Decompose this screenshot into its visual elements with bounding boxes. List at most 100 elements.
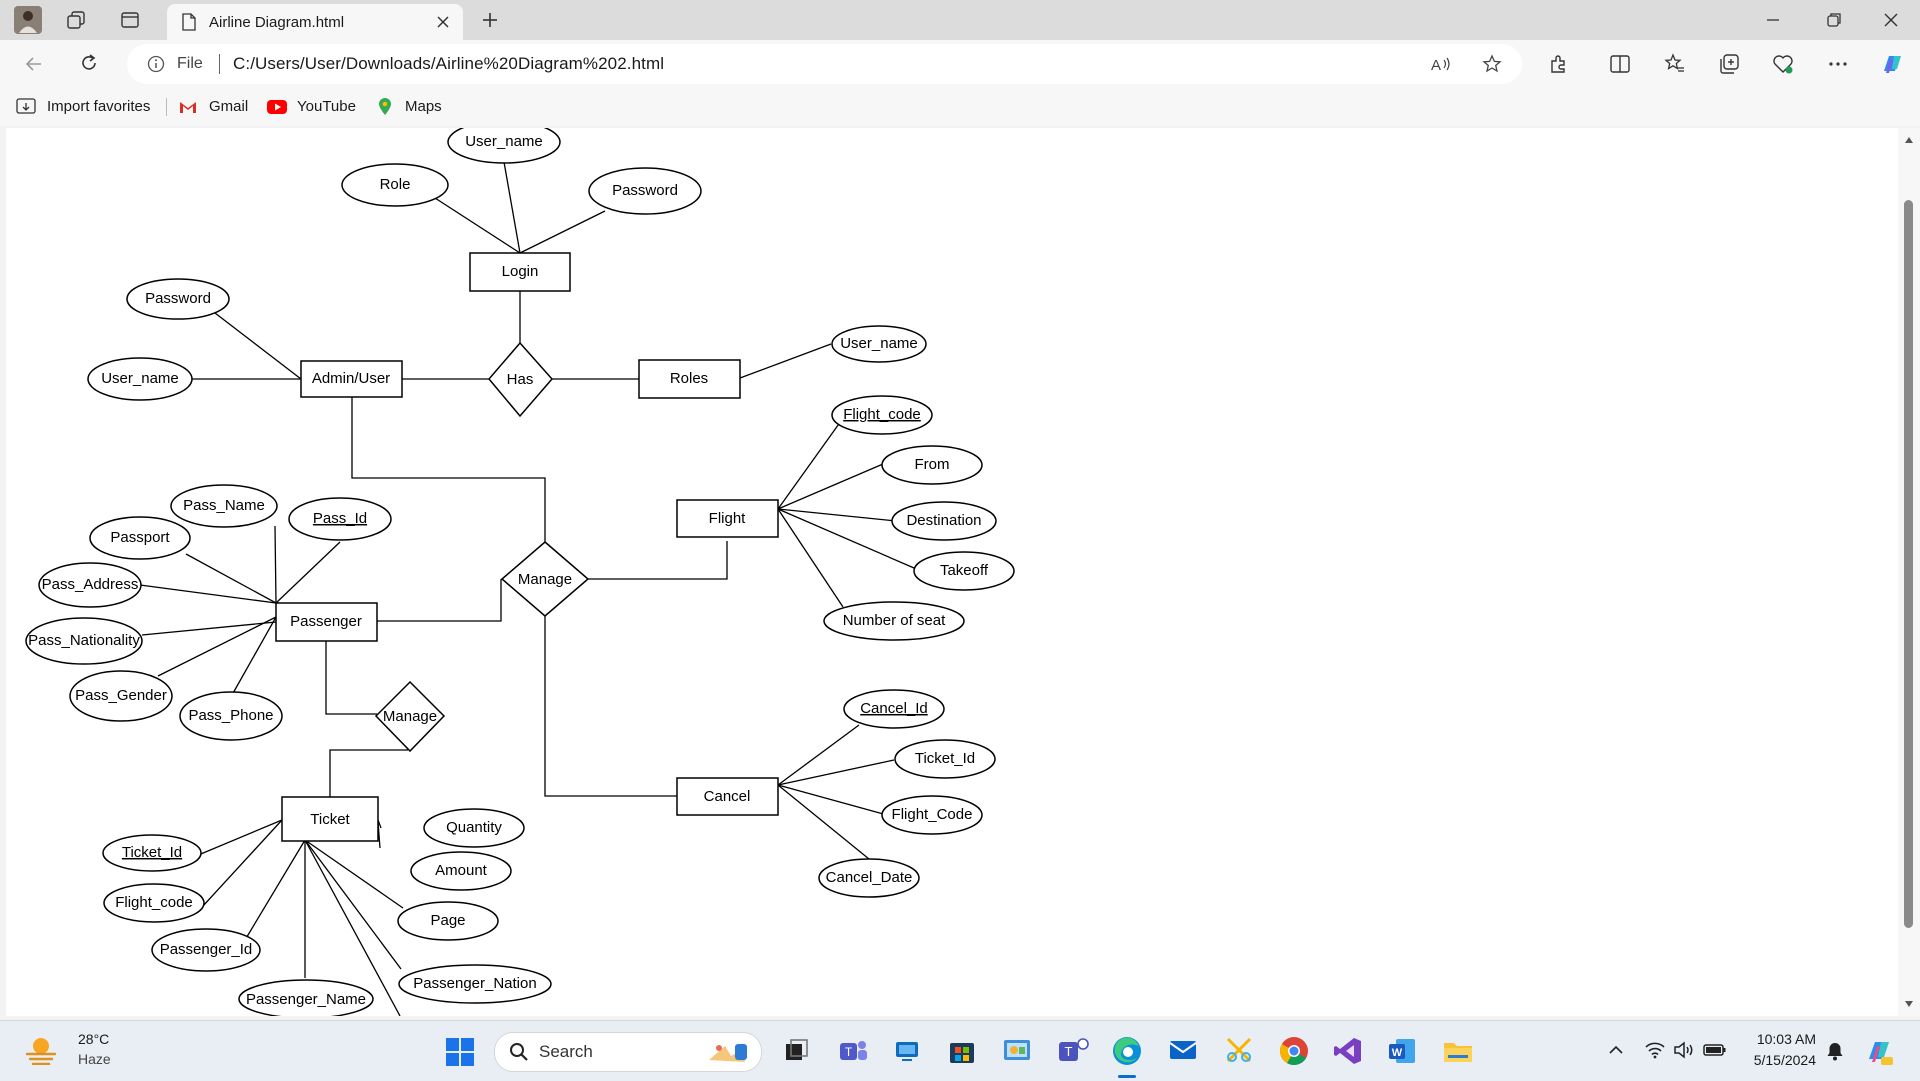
attribute-ticket-page[interactable]: Page bbox=[397, 901, 499, 941]
info-icon[interactable] bbox=[147, 55, 165, 73]
attribute-login-password[interactable]: Password bbox=[588, 167, 702, 215]
windows-start-icon[interactable] bbox=[446, 1038, 474, 1066]
back-icon[interactable] bbox=[24, 54, 44, 74]
entity-passenger[interactable]: Passenger bbox=[275, 602, 378, 642]
entity-ticket[interactable]: Ticket bbox=[281, 796, 379, 842]
tab-bar: Airline Diagram.html bbox=[0, 0, 1920, 40]
relationship-manage-ticket[interactable]: Manage bbox=[374, 680, 446, 753]
entity-admin-user-label: Admin/User bbox=[312, 370, 390, 387]
favorite-import[interactable]: Import favorites bbox=[47, 98, 151, 115]
attribute-pass-gender[interactable]: Pass_Gender bbox=[69, 670, 173, 722]
scrollbar-thumb[interactable] bbox=[1904, 200, 1913, 928]
attribute-ticket-amount[interactable]: Amount bbox=[410, 851, 512, 891]
refresh-icon[interactable] bbox=[79, 53, 99, 73]
remote-desktop-icon[interactable] bbox=[893, 1038, 921, 1064]
entity-login[interactable]: Login bbox=[469, 252, 571, 292]
edge-browser-icon[interactable] bbox=[1111, 1035, 1143, 1067]
new-tab-icon[interactable] bbox=[481, 11, 499, 29]
attribute-login-role-label: Role bbox=[380, 176, 411, 193]
favorites-icon[interactable] bbox=[1664, 53, 1686, 75]
attribute-ticket-passenger-id[interactable]: Passenger_Id bbox=[151, 928, 261, 972]
taskbar-search[interactable]: Search bbox=[494, 1032, 762, 1072]
attribute-pass-nationality[interactable]: Pass_Nationality bbox=[25, 617, 143, 665]
page-scrollbar[interactable] bbox=[1898, 128, 1920, 1016]
attribute-ticket-id[interactable]: Ticket_Id bbox=[102, 834, 202, 872]
attribute-pass-address[interactable]: Pass_Address bbox=[38, 562, 142, 608]
favorite-youtube[interactable]: YouTube bbox=[297, 98, 356, 115]
attribute-cancel-ticket-id[interactable]: Ticket_Id bbox=[894, 739, 996, 779]
attribute-flight-takeoff[interactable]: Takeoff bbox=[913, 551, 1015, 591]
snipping-tool-icon[interactable] bbox=[1224, 1035, 1254, 1065]
relationship-manage-main[interactable]: Manage bbox=[500, 541, 590, 617]
vertical-tabs-icon[interactable] bbox=[120, 10, 140, 30]
scroll-up-icon[interactable] bbox=[1904, 136, 1914, 144]
url-text[interactable]: C:/Users/User/Downloads/Airline%20Diagra… bbox=[233, 54, 665, 73]
clock-date[interactable]: 5/15/2024 bbox=[1753, 1052, 1816, 1068]
entity-cancel[interactable]: Cancel bbox=[676, 777, 779, 816]
microsoft-store-icon[interactable] bbox=[948, 1037, 976, 1065]
entity-roles[interactable]: Roles bbox=[638, 359, 741, 399]
attribute-flight-from[interactable]: From bbox=[881, 445, 983, 485]
favorite-maps[interactable]: Maps bbox=[405, 98, 442, 115]
attribute-passport[interactable]: Passport bbox=[89, 516, 191, 560]
favorite-gmail[interactable]: Gmail bbox=[209, 98, 249, 115]
wifi-icon[interactable] bbox=[1645, 1041, 1665, 1059]
attribute-ticket-passenger-name[interactable]: Passenger_Name bbox=[238, 979, 374, 1016]
attribute-ticket-quantity[interactable]: Quantity bbox=[423, 808, 525, 848]
close-window-icon[interactable] bbox=[1883, 12, 1899, 28]
show-hidden-icons-icon[interactable] bbox=[1608, 1045, 1624, 1055]
volume-icon[interactable] bbox=[1673, 1041, 1695, 1059]
mail-icon[interactable] bbox=[1168, 1038, 1198, 1062]
favorite-star-icon[interactable] bbox=[1482, 54, 1502, 74]
attribute-cancel-id[interactable]: Cancel_Id bbox=[843, 689, 945, 729]
address-bar[interactable]: File C:/Users/User/Downloads/Airline%20D… bbox=[127, 44, 1522, 84]
split-screen-icon[interactable] bbox=[1609, 53, 1631, 75]
attribute-flight-destination[interactable]: Destination bbox=[891, 501, 997, 541]
file-explorer-icon[interactable] bbox=[1442, 1037, 1474, 1065]
visual-studio-icon[interactable] bbox=[1332, 1035, 1364, 1067]
close-tab-icon[interactable] bbox=[436, 15, 450, 29]
scroll-down-icon[interactable] bbox=[1904, 1000, 1914, 1008]
task-view-icon[interactable] bbox=[782, 1037, 810, 1065]
battery-icon[interactable] bbox=[1703, 1042, 1727, 1058]
control-panel-icon[interactable] bbox=[1002, 1037, 1032, 1065]
attribute-pass-phone[interactable]: Pass_Phone bbox=[179, 691, 283, 741]
restore-icon[interactable] bbox=[1826, 12, 1842, 28]
browser-essentials-icon[interactable] bbox=[1772, 53, 1794, 75]
address-divider bbox=[219, 54, 220, 74]
profile-avatar-icon[interactable] bbox=[14, 6, 42, 34]
copilot-taskbar-icon[interactable] bbox=[1864, 1037, 1894, 1067]
collections-icon[interactable] bbox=[1718, 53, 1740, 75]
attribute-flight-code[interactable]: Flight_code bbox=[831, 395, 933, 435]
attribute-ticket-passenger-nation[interactable]: Passenger_Nation bbox=[398, 964, 552, 1004]
weather-widget[interactable]: 28°C Haze bbox=[14, 1021, 154, 1081]
word-icon[interactable]: W bbox=[1387, 1036, 1417, 1066]
notification-bell-icon[interactable] bbox=[1826, 1041, 1844, 1061]
attribute-roles-user-name[interactable]: User_name bbox=[831, 325, 927, 363]
read-aloud-icon[interactable]: A bbox=[1430, 54, 1452, 74]
attribute-flight-seats[interactable]: Number of seat bbox=[823, 601, 965, 641]
copilot-icon[interactable] bbox=[1879, 51, 1905, 77]
attribute-login-role[interactable]: Role bbox=[341, 163, 449, 207]
attribute-admin-password[interactable]: Password bbox=[126, 278, 230, 320]
relationship-has[interactable]: Has bbox=[488, 341, 553, 418]
attribute-pass-id[interactable]: Pass_Id bbox=[288, 497, 392, 541]
more-menu-icon[interactable] bbox=[1828, 60, 1848, 68]
active-tab[interactable]: Airline Diagram.html bbox=[167, 4, 463, 40]
attribute-cancel-flight-code[interactable]: Flight_Code bbox=[881, 795, 983, 835]
clock-time[interactable]: 10:03 AM bbox=[1756, 1031, 1816, 1047]
entity-flight[interactable]: Flight bbox=[676, 499, 779, 538]
attribute-cancel-date[interactable]: Cancel_Date bbox=[818, 858, 920, 898]
chrome-icon[interactable] bbox=[1278, 1035, 1310, 1067]
teams-chat-icon[interactable]: T bbox=[1056, 1035, 1090, 1065]
minimize-icon[interactable] bbox=[1766, 13, 1780, 27]
attribute-pass-gender-label: Pass_Gender bbox=[75, 687, 167, 704]
attribute-ticket-flight-code[interactable]: Flight_code bbox=[103, 883, 205, 923]
teams-icon[interactable]: T bbox=[838, 1037, 868, 1065]
attribute-admin-user-name[interactable]: User_name bbox=[87, 357, 193, 401]
workspaces-icon[interactable] bbox=[66, 10, 86, 30]
attribute-pass-name[interactable]: Pass_Name bbox=[170, 484, 278, 528]
attribute-login-user-name[interactable]: User_name bbox=[447, 128, 561, 164]
extensions-icon[interactable] bbox=[1548, 53, 1570, 75]
entity-admin-user[interactable]: Admin/User bbox=[300, 360, 403, 398]
